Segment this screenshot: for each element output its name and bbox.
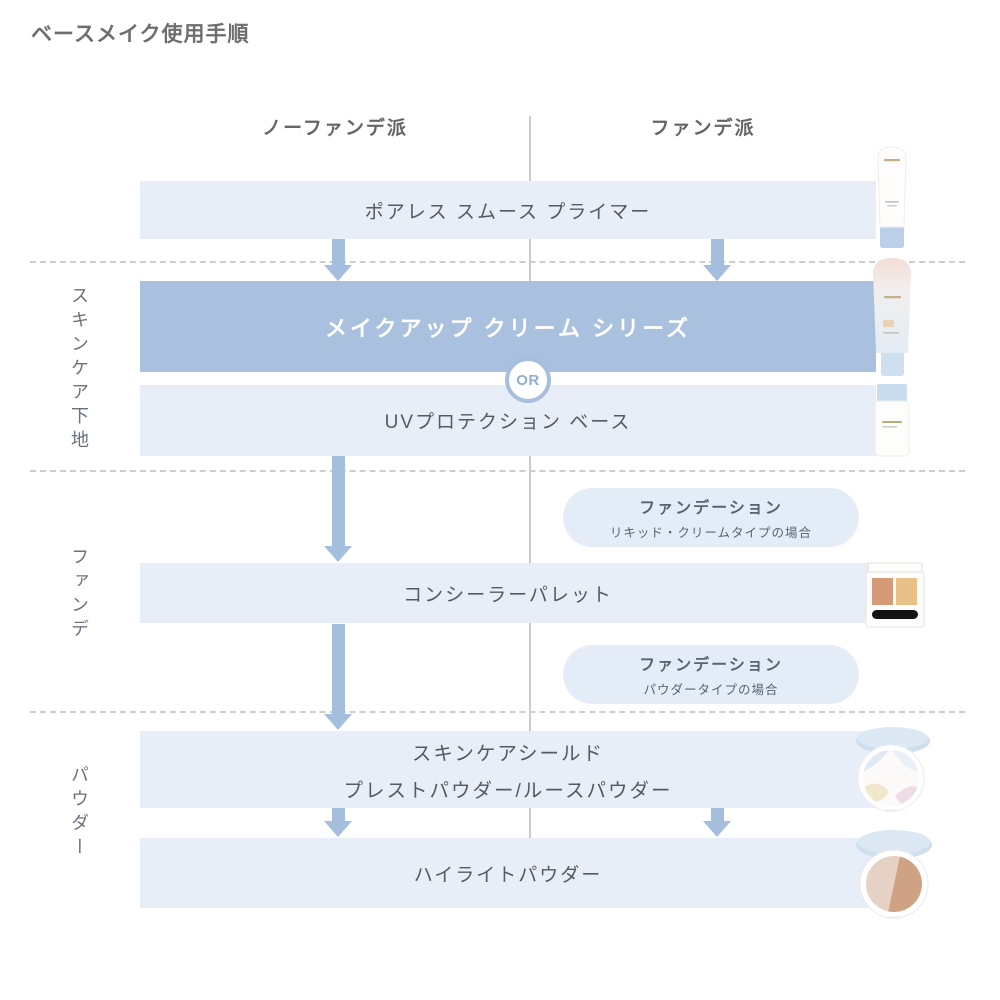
makeup-cream-tube-product-image — [868, 256, 916, 376]
or-badge: OR — [505, 357, 551, 403]
step-bar-poreless-smooth-primer: ポアレス スムース プライマー — [140, 181, 876, 239]
column-divider-line — [529, 116, 531, 838]
section-label-foundation: ファンデ — [69, 547, 89, 643]
step-label-shield-line1: スキンケアシールド — [411, 742, 605, 765]
pill-subtitle-foundation-powder: パウダータイプの場合 — [643, 683, 779, 697]
note-pill-foundation-powder: ファンデーション パウダータイプの場合 — [563, 645, 859, 704]
uv-base-bottle-product-image — [874, 383, 910, 457]
section-divider-middle — [30, 470, 965, 472]
step-label-makeup-cream: メイクアップ クリーム シリーズ — [324, 315, 692, 341]
step-bar-highlight-powder: ハイライトパウダー — [140, 838, 876, 908]
column-header-foundation: ファンデ派 — [650, 118, 756, 139]
pill-title-foundation-liquid: ファンデーション — [639, 500, 783, 517]
down-arrow-icon — [324, 624, 352, 730]
section-divider-top — [30, 261, 965, 263]
pill-subtitle-foundation-liquid: リキッド・クリームタイプの場合 — [609, 526, 813, 540]
note-pill-foundation-liquid: ファンデーション リキッド・クリームタイプの場合 — [563, 488, 859, 547]
down-arrow-icon — [703, 808, 731, 837]
skincare-shield-compact-product-image — [855, 726, 931, 812]
step-bar-concealer-palette: コンシーラーパレット — [140, 563, 876, 623]
step-bar-makeup-cream-series: メイクアップ クリーム シリーズ — [140, 281, 876, 372]
step-label-shield-line2: プレストパウダー/ルースパウダー — [343, 779, 673, 802]
page-title: ベースメイク使用手順 — [31, 23, 250, 46]
highlight-compact-product-image — [855, 829, 933, 921]
step-label-concealer: コンシーラーパレット — [403, 584, 613, 606]
section-divider-bottom — [30, 711, 965, 713]
step-bar-uv-protection-base: UVプロテクション ベース — [140, 385, 876, 456]
step-bar-skincare-shield-powder: スキンケアシールド プレストパウダー/ルースパウダー — [140, 731, 876, 808]
down-arrow-icon — [324, 808, 352, 837]
step-label-primer: ポアレス スムース プライマー — [364, 201, 652, 223]
section-label-powder: パウダー — [69, 764, 89, 861]
column-header-no-foundation: ノーファンデ派 — [262, 118, 408, 139]
down-arrow-icon — [324, 239, 352, 281]
down-arrow-icon — [703, 239, 731, 281]
section-label-skincare-base: スキンケア下地 — [69, 286, 89, 454]
pill-title-foundation-powder: ファンデーション — [639, 657, 783, 674]
primer-tube-product-image — [871, 146, 913, 248]
down-arrow-icon — [324, 456, 352, 562]
step-label-uv-base: UVプロテクション ベース — [384, 412, 632, 433]
step-label-highlight: ハイライトパウダー — [413, 864, 603, 886]
concealer-palette-product-image — [865, 562, 925, 628]
